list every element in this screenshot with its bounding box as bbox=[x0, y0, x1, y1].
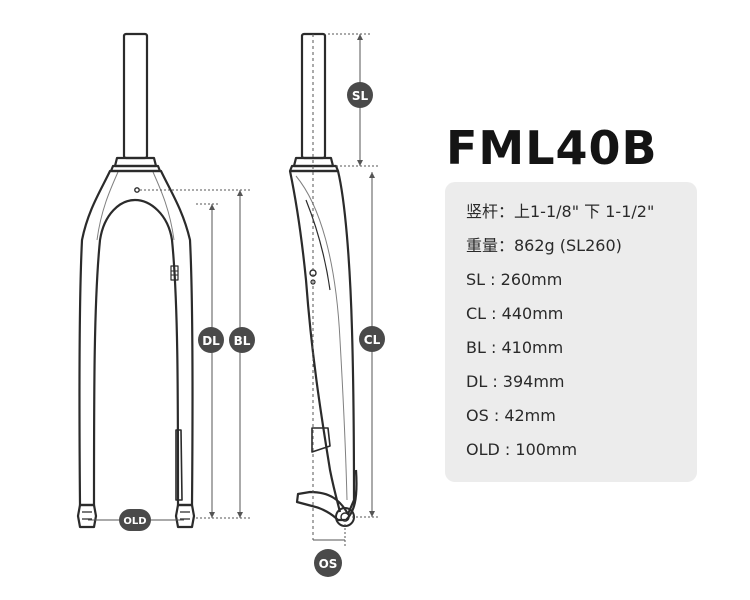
dl-badge: DL bbox=[198, 327, 224, 353]
side-fork-blade bbox=[288, 169, 358, 522]
bl-badge: BL bbox=[229, 327, 255, 353]
old-badge: OLD bbox=[119, 509, 151, 531]
front-steerer-tube bbox=[122, 32, 149, 160]
front-view-fork bbox=[76, 32, 196, 529]
spec-row-sl: SL : 260mm bbox=[466, 270, 563, 289]
cl-badge-label: CL bbox=[364, 333, 381, 347]
os-badge: OS bbox=[314, 549, 342, 577]
spec-row-cl: CL : 440mm bbox=[466, 304, 564, 323]
spec-panel bbox=[445, 182, 697, 482]
front-fork-legs bbox=[78, 169, 194, 507]
front-dimension-lines bbox=[88, 189, 250, 521]
side-view-fork bbox=[288, 32, 358, 527]
spec-row-old: OLD : 100mm bbox=[466, 440, 578, 459]
dl-badge-label: DL bbox=[202, 334, 220, 348]
sl-badge-label: SL bbox=[352, 89, 369, 103]
front-crown-ring bbox=[113, 156, 158, 168]
sl-badge: SL bbox=[347, 82, 373, 108]
cl-badge: CL bbox=[359, 326, 385, 352]
spec-row-weight: 重量：862g (SL260) bbox=[466, 236, 622, 255]
spec-row-dl: DL : 394mm bbox=[466, 372, 565, 391]
front-right-dropout bbox=[174, 503, 196, 529]
spec-row-bl: BL : 410mm bbox=[466, 338, 564, 357]
front-logo-block bbox=[170, 265, 179, 281]
spec-row-steerer: 竖杆：上1-1/8" 下 1-1/2" bbox=[466, 202, 655, 221]
os-badge-label: OS bbox=[319, 557, 338, 571]
front-brake-mount bbox=[175, 429, 183, 501]
front-crown-hole bbox=[134, 187, 140, 193]
spec-row-os: OS : 42mm bbox=[466, 406, 556, 425]
bl-badge-label: BL bbox=[234, 334, 251, 348]
old-badge-label: OLD bbox=[123, 516, 146, 527]
side-brake-mount bbox=[311, 427, 331, 453]
front-left-dropout bbox=[76, 503, 98, 529]
model-title: FML40B bbox=[446, 121, 658, 175]
